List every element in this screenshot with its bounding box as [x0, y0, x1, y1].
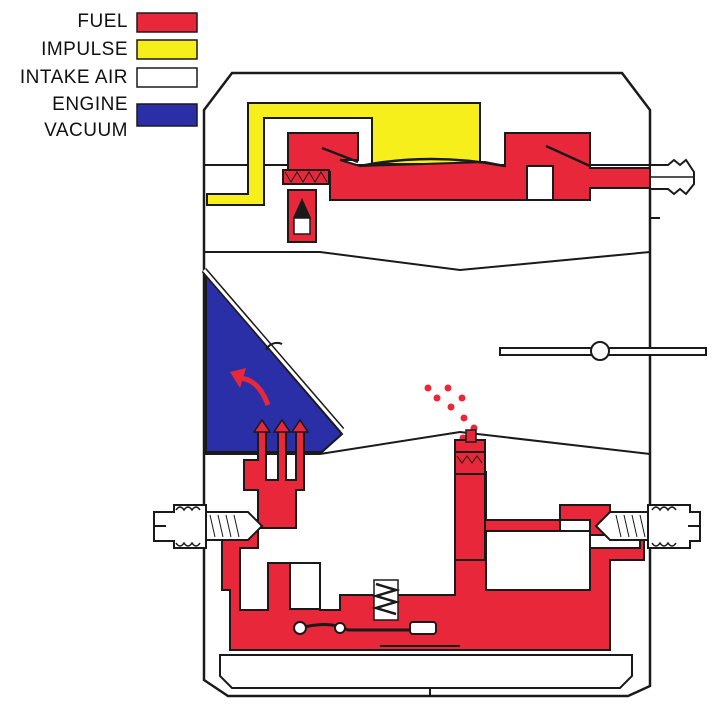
fuel-circuits — [221, 418, 645, 651]
needle-screw-icon — [594, 504, 701, 549]
legend-label-impulse: IMPULSE — [41, 39, 128, 60]
legend-label-engine: ENGINE — [52, 94, 128, 115]
legend-item-intake-air: INTAKE AIR — [20, 67, 198, 88]
needle-screw-icon — [153, 504, 264, 549]
fuel-pump — [282, 132, 661, 243]
up-arrow-icon — [290, 418, 310, 433]
legend-swatch-fuel — [136, 12, 198, 33]
inlet-flap — [321, 146, 359, 164]
up-arrow-icon — [272, 418, 292, 433]
spring-icon — [371, 579, 401, 621]
inlet-lever-pocket — [289, 562, 321, 610]
legend-swatch-impulse — [136, 39, 198, 60]
legend-label-vacuum: VACUUM — [44, 120, 128, 141]
legend-label-fuel: FUEL — [77, 11, 128, 32]
legend-item-impulse: IMPULSE — [41, 39, 198, 60]
barbed-fitting-icon — [649, 158, 695, 219]
outlet-flap — [545, 144, 591, 168]
throttle-shaft — [265, 341, 283, 351]
legend-item-engine-vacuum: ENGINE VACUUM — [44, 94, 198, 141]
legend-swatch-intake-air — [136, 67, 198, 88]
legend: FUEL IMPULSE INTAKE AIR ENGINE VACUUM — [20, 11, 198, 141]
choke-plate — [499, 341, 707, 361]
pump-diaphragm — [359, 157, 506, 168]
venturi-top-wall — [204, 251, 651, 272]
check-valve — [454, 451, 486, 475]
fuel-droplets — [424, 384, 478, 442]
up-arrow-icon — [252, 418, 272, 433]
legend-label-intake-air: INTAKE AIR — [20, 67, 128, 88]
engine-vacuum-region — [201, 268, 345, 453]
bottom-cover — [219, 654, 633, 689]
legend-item-fuel: FUEL — [77, 11, 198, 33]
legend-swatch-engine-vacuum — [136, 103, 198, 127]
